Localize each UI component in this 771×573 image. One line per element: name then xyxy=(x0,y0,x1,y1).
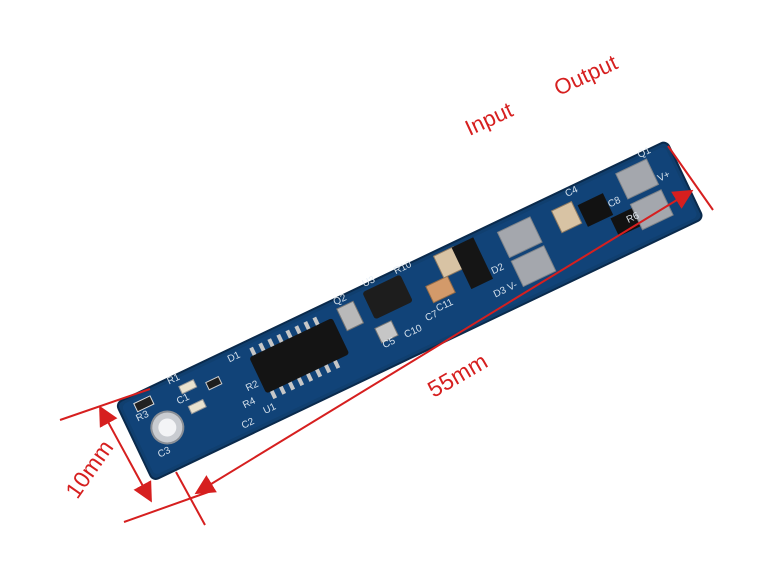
svg-text:C3: C3 xyxy=(156,445,173,461)
mounting-hole xyxy=(150,410,185,445)
dimension-lines xyxy=(59,145,714,526)
svg-text:R1: R1 xyxy=(166,372,183,388)
svg-text:V+: V+ xyxy=(656,169,672,184)
svg-text:C1: C1 xyxy=(175,392,192,408)
svg-text:Q1: Q1 xyxy=(636,145,653,161)
pcb-board: R3 C3 R1 C1 D1 R2 R4 C2 U1 Q2 U3 R10 C5 … xyxy=(116,141,703,480)
